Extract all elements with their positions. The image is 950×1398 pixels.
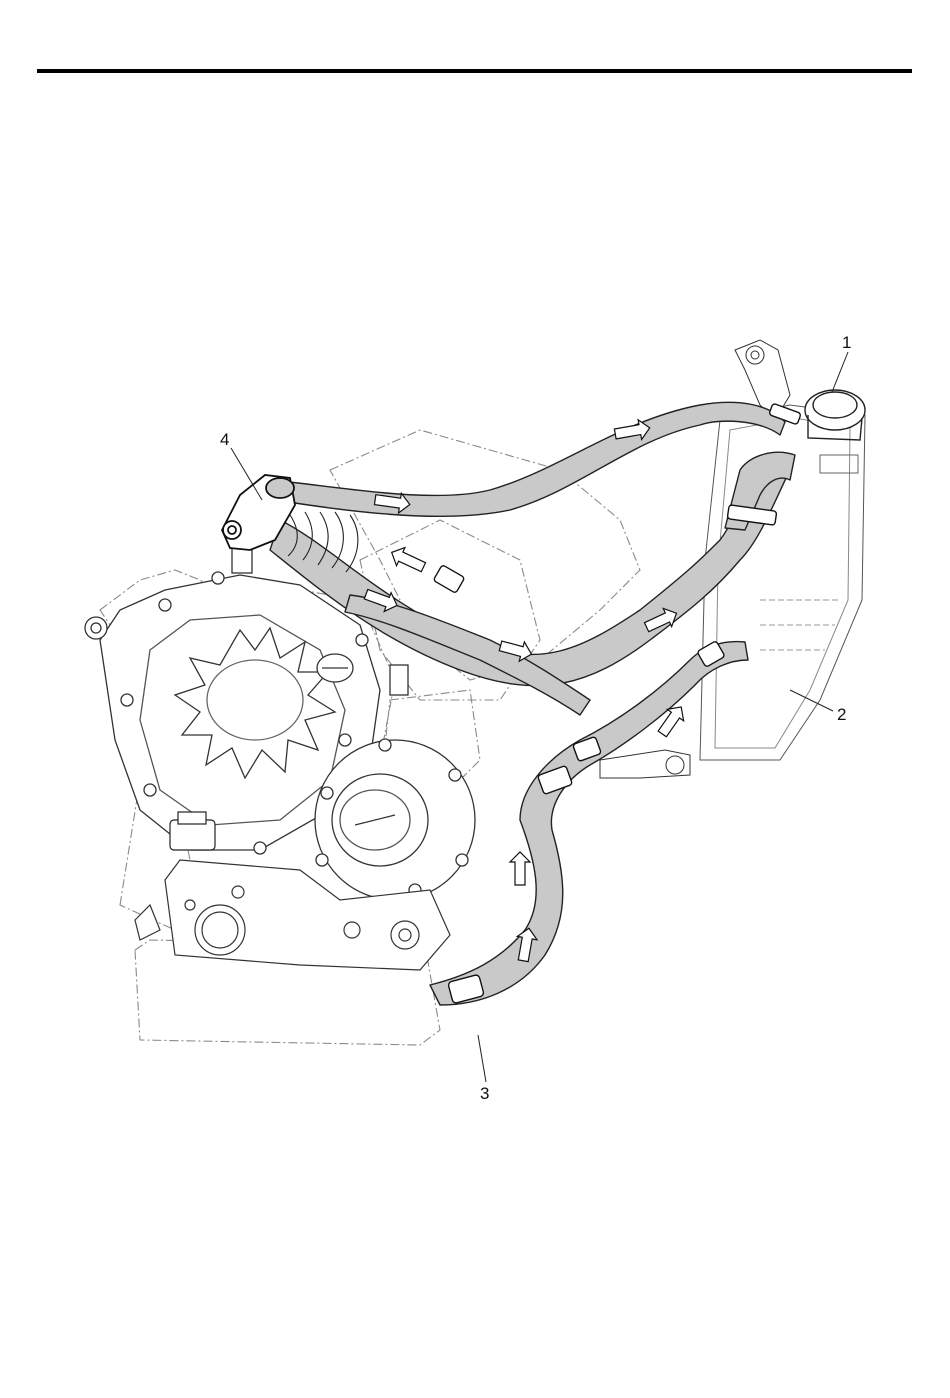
callout-4: 4 bbox=[220, 431, 229, 448]
hose-upper bbox=[270, 402, 785, 516]
callout-2: 2 bbox=[837, 706, 846, 723]
callout-1: 1 bbox=[842, 334, 851, 351]
water-pump-cover bbox=[315, 739, 475, 900]
callout-3: 3 bbox=[480, 1085, 489, 1102]
hose-lower-return bbox=[430, 642, 748, 1005]
